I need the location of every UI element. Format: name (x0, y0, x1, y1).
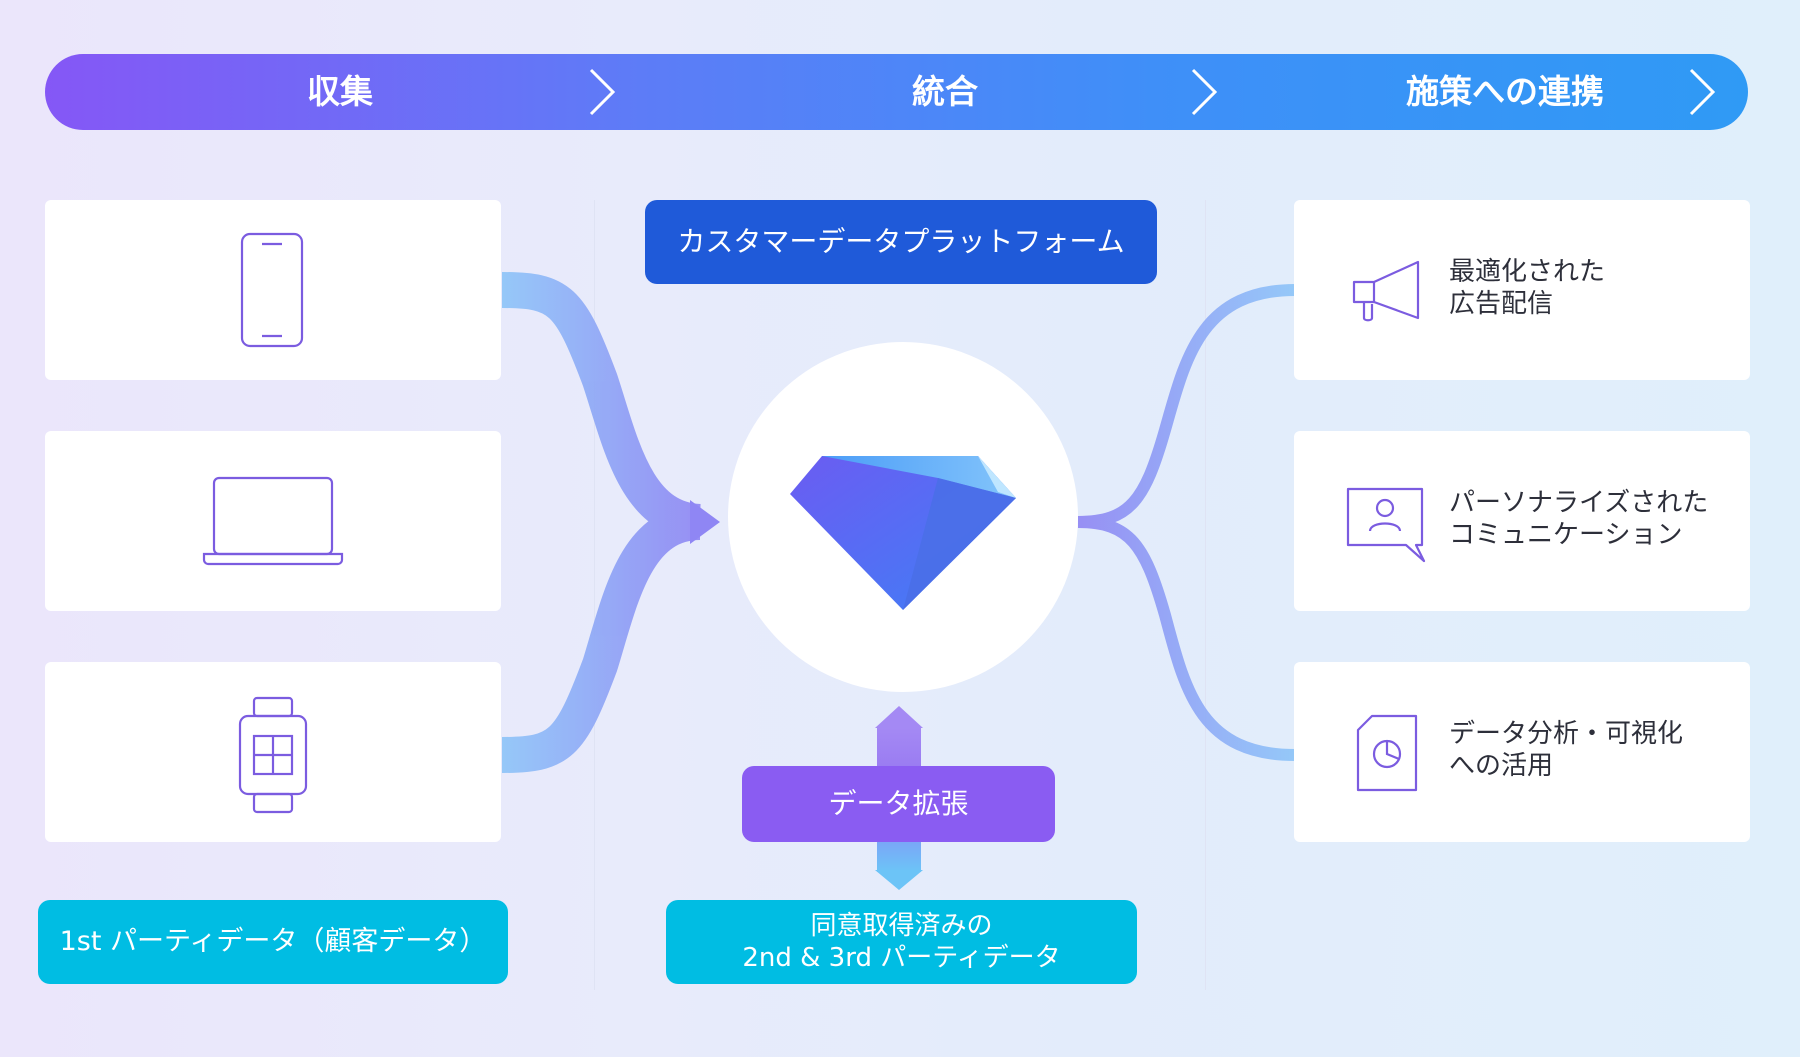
second-third-party-data-label: 同意取得済みの 2nd & 3rd パーティデータ (666, 900, 1137, 984)
pie-chart-document-icon (1356, 714, 1418, 792)
device-card-smartwatch (45, 662, 501, 842)
data-expansion-label: データ拡張 (742, 766, 1055, 842)
left-flows (501, 272, 702, 773)
first-party-data-label: 1st パーティデータ（顧客データ） (38, 900, 508, 984)
device-card-laptop (45, 431, 501, 611)
up-arrow-shaft (877, 728, 921, 768)
stage-activate: 施策への連携 (1406, 72, 1604, 111)
stage-collect: 収集 (307, 72, 373, 111)
output-label: データ分析・可視化 への活用 (1449, 719, 1684, 781)
chevron-right-icon (1689, 68, 1716, 116)
output-label: パーソナライズされた コミュニケーション (1449, 488, 1709, 550)
chevron-right-icon (589, 68, 616, 116)
output-card-personalized-communication: パーソナライズされた コミュニケーション (1294, 431, 1750, 611)
down-arrow-shaft (877, 842, 921, 872)
output-card-data-analysis: データ分析・可視化 への活用 (1294, 662, 1750, 842)
column-divider (594, 200, 595, 990)
diamond-icon (790, 456, 1016, 610)
user-chat-icon (1346, 487, 1426, 563)
column-divider (1205, 200, 1206, 990)
up-arrowhead (875, 706, 923, 728)
output-card-ad-delivery: 最適化された 広告配信 (1294, 200, 1750, 380)
device-card-smartphone (45, 200, 501, 380)
stage-integrate: 統合 (912, 72, 978, 111)
flow-arrowhead (690, 500, 720, 544)
down-arrowhead (875, 870, 923, 890)
smartphone-icon (240, 232, 304, 348)
pipeline-band: 収集 統合 施策への連携 (45, 54, 1748, 130)
output-label: 最適化された 広告配信 (1449, 257, 1606, 319)
platform-circle (728, 342, 1078, 692)
laptop-icon (202, 476, 344, 566)
megaphone-icon (1352, 260, 1420, 322)
smartwatch-icon (238, 696, 308, 814)
right-flows (1077, 284, 1296, 761)
platform-label: カスタマーデータプラットフォーム (645, 200, 1157, 284)
chevron-right-icon (1191, 68, 1218, 116)
